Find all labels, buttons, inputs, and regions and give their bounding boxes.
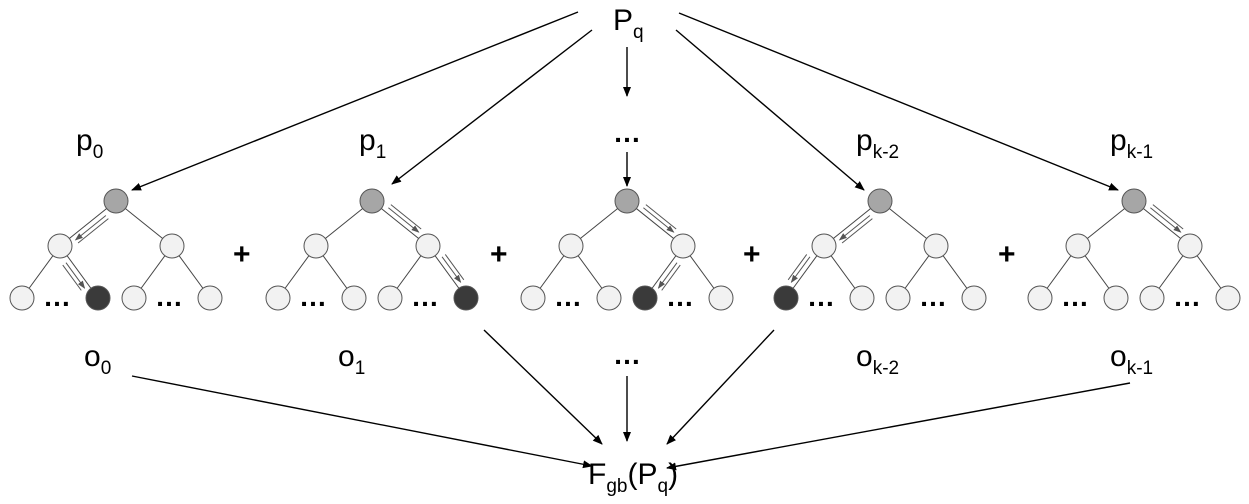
leaf-node [265, 285, 291, 311]
leaf-node [341, 285, 367, 311]
flow-arrow [391, 29, 593, 185]
tree: … … p1 o1 [265, 124, 479, 379]
root-node [103, 188, 129, 214]
path-indicator [74, 215, 107, 241]
inner-node [47, 233, 73, 259]
leaf-node [377, 285, 403, 311]
leaf-node [121, 285, 147, 311]
tree: … … pk-1 ok-1 [1027, 124, 1241, 379]
leaf-node [708, 285, 734, 311]
target-leaf-node [632, 285, 658, 311]
target-leaf-node [85, 285, 111, 311]
path-label: p0 [76, 124, 103, 163]
path-indicator [657, 262, 678, 289]
leaf-ellipsis: … [554, 281, 582, 312]
path-ellipsis: … [613, 117, 641, 148]
path-label: pk-1 [1110, 124, 1153, 163]
target-leaf-node [773, 285, 799, 311]
inner-node [811, 233, 837, 259]
result-label: Fgb(Pq) [588, 458, 678, 497]
leaf-node [1139, 285, 1165, 311]
leaf-node [849, 285, 875, 311]
plus-sign: + [490, 238, 508, 271]
leaf-ellipsis: … [299, 281, 327, 312]
plus-sign: + [233, 238, 251, 271]
leaf-node [1103, 285, 1129, 311]
inner-node [1177, 233, 1203, 259]
inner-node [923, 233, 949, 259]
flow-arrow [131, 11, 579, 191]
leaf-ellipsis: … [155, 281, 183, 312]
path-indicator [62, 264, 82, 291]
trees-layer: … … p0 o0 … … p1 o1 … … … … … … pk-2 ok-2 … … pk-1 ok-1 [9, 117, 1241, 379]
path-indicator [77, 218, 109, 244]
path-indicator [444, 254, 465, 281]
flow-arrow [666, 329, 775, 445]
flow-arrow [675, 29, 865, 191]
leaf-node [596, 285, 622, 311]
output-label: o0 [84, 340, 111, 379]
plus-sign: + [998, 238, 1016, 271]
plus-sign: + [743, 238, 761, 271]
output-label: ok-2 [856, 340, 899, 379]
root-node [1121, 188, 1147, 214]
path-indicator [1150, 207, 1182, 233]
tree: … … p0 o0 [9, 124, 223, 379]
flow-arrow [483, 329, 603, 445]
output-label: o1 [338, 340, 365, 379]
target-leaf-node [453, 285, 479, 311]
root-node [867, 188, 893, 214]
top-label: Pq [613, 4, 644, 43]
arrows-layer [131, 11, 1131, 471]
root-node [359, 188, 385, 214]
inner-node [1065, 233, 1091, 259]
path-label: pk-2 [856, 124, 899, 163]
tree: … … … … [520, 117, 734, 370]
path-indicator [643, 207, 675, 233]
path-indicator [841, 218, 873, 244]
path-indicator [441, 256, 462, 283]
path-indicator [787, 254, 808, 281]
tree: … … pk-2 ok-2 [773, 124, 987, 379]
inner-node [303, 233, 329, 259]
leaf-ellipsis: … [411, 281, 439, 312]
leaf-ellipsis: … [43, 281, 71, 312]
path-indicator [388, 207, 420, 233]
path-indicator [65, 262, 86, 289]
path-indicator [790, 256, 811, 283]
path-indicator [1152, 204, 1184, 230]
inner-node [159, 233, 185, 259]
path-indicator [390, 204, 422, 230]
inner-node [415, 233, 441, 259]
inner-node [670, 233, 696, 259]
leaf-node [9, 285, 35, 311]
leaf-node [197, 285, 223, 311]
flow-arrow [131, 375, 593, 469]
leaf-ellipsis: … [666, 281, 694, 312]
leaf-node [1215, 285, 1241, 311]
output-ellipsis: … [613, 339, 641, 370]
leaf-node [1027, 285, 1053, 311]
path-indicator [661, 264, 681, 291]
path-indicator [645, 204, 677, 230]
leaf-ellipsis: … [1173, 281, 1201, 312]
leaf-node [885, 285, 911, 311]
leaf-node [961, 285, 987, 311]
root-node [614, 188, 640, 214]
leaf-ellipsis: … [1061, 281, 1089, 312]
inner-node [558, 233, 584, 259]
output-label: ok-1 [1110, 340, 1153, 379]
leaf-ellipsis: … [807, 281, 835, 312]
flow-arrow [666, 382, 1131, 471]
leaf-node [520, 285, 546, 311]
path-indicator [838, 215, 871, 241]
leaf-ellipsis: … [919, 281, 947, 312]
path-label: p1 [359, 124, 386, 163]
flow-arrow [678, 12, 1119, 191]
